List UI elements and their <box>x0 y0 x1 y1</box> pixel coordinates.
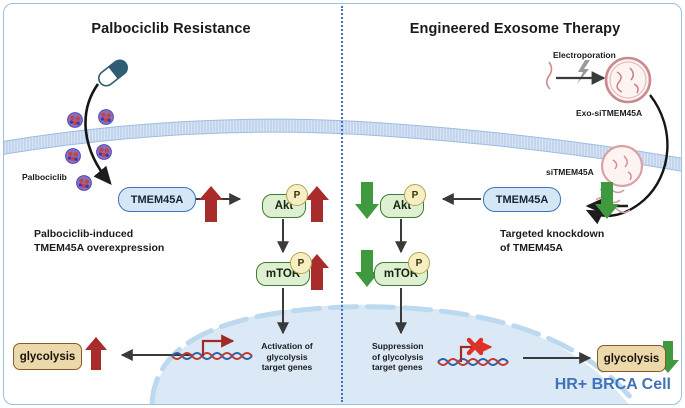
left-panel-caption: Palbociclib-induced TMEM45A overexpressi… <box>34 228 224 255</box>
node-mtor-right[interactable]: mTOR <box>374 262 428 286</box>
phospho-badge-akt-right: P <box>404 184 426 206</box>
right-caption-line2: of TMEM45A <box>500 241 563 254</box>
panel-title-right: Engineered Exosome Therapy <box>409 21 621 37</box>
suppression-target-genes-label: Suppression of glycolysis target genes <box>372 341 440 373</box>
drug-entry-arrow <box>84 83 112 185</box>
right-panel-caption: Targeted knockdown of TMEM45A <box>500 228 680 255</box>
up-arrow-glycolysis <box>85 337 107 370</box>
electroporation-label: Electroporation <box>553 50 616 60</box>
exosome-label: Exo-siTMEM45A <box>576 108 643 118</box>
blocked-x-icon <box>466 337 484 356</box>
right-caption-line1: Targeted knockdown <box>500 228 605 240</box>
activation-target-genes-label: Activation of glycolysis target genes <box>252 341 322 373</box>
left-caption-line1: Palbociclib-induced <box>34 228 134 240</box>
cell-type-label: HR+ BRCA Cell <box>554 376 671 393</box>
gene-transcription-active-icon <box>171 334 253 360</box>
exosome-delivery-arrow <box>585 94 669 225</box>
node-tmem45a-left[interactable]: TMEM45A <box>118 187 196 212</box>
node-tmem45a-right[interactable]: TMEM45A <box>483 187 561 212</box>
suppression-line3: target genes <box>372 362 423 372</box>
phospho-badge-akt-left: P <box>286 184 308 206</box>
suppression-line1: Suppression <box>372 341 424 351</box>
sirna-label: siTMEM45A <box>546 167 594 177</box>
down-arrow-tmem <box>595 182 619 219</box>
phospho-badge-mtor-right: P <box>408 252 430 274</box>
activation-line2: glycolysis <box>266 351 308 362</box>
glycolysis-box-left[interactable]: glycolysis <box>13 343 82 370</box>
suppression-line2: of glycolysis <box>372 351 424 362</box>
activation-line3: target genes <box>261 362 313 372</box>
left-caption-line2: TMEM45A overexpression <box>34 241 165 254</box>
panel-title-left: Palbociclib Resistance <box>91 21 251 37</box>
phospho-badge-mtor-left: P <box>290 252 312 274</box>
up-arrow-akt <box>305 186 329 222</box>
free-sirna-strand <box>545 61 553 90</box>
electroporation-bolt-icon <box>577 60 590 84</box>
activation-line1: Activation of <box>261 341 313 351</box>
glycolysis-box-right[interactable]: glycolysis <box>597 345 666 372</box>
cell-membrane <box>4 118 681 175</box>
down-arrow-mtor <box>355 250 379 287</box>
panel-divider <box>341 6 343 402</box>
down-arrow-akt <box>355 182 379 219</box>
upregulation-arrows-left <box>85 186 329 370</box>
gene-transcription-blocked-icon <box>437 337 509 366</box>
palbociclib-label: Palbociclib <box>22 172 67 182</box>
capsule-pill-icon <box>98 59 128 87</box>
exosome-loaded-icon <box>604 56 652 104</box>
up-arrow-tmem <box>199 186 223 222</box>
